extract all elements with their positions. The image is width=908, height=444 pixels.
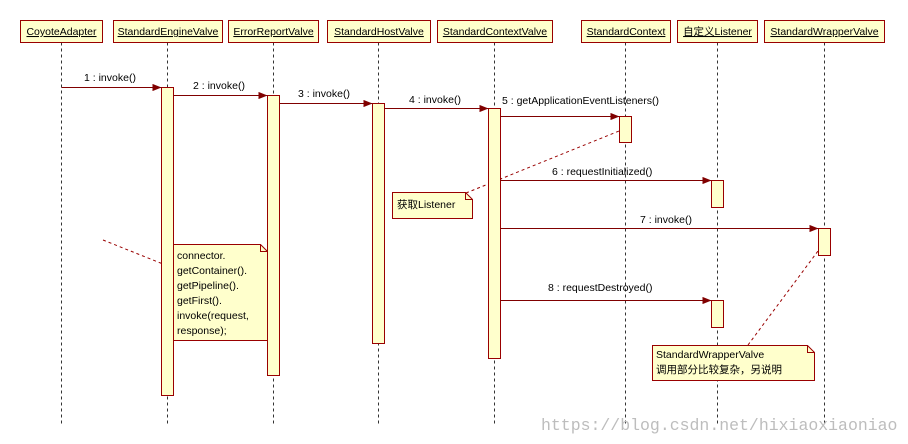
participant-standard-wrapper-valve: StandardWrapperValve	[764, 20, 885, 43]
message-8-label: 8 : requestDestroyed()	[548, 282, 652, 294]
activation-standard-context-valve	[488, 108, 501, 359]
note-text-line: connector.	[177, 250, 225, 262]
note-wrapper-valve: StandardWrapperValve 调用部分比较复杂，另说明	[652, 345, 815, 381]
note-text-line: StandardWrapperValve	[656, 349, 764, 361]
participant-coyote-adapter: CoyoteAdapter	[20, 20, 103, 43]
participant-box	[764, 20, 885, 43]
participant-box	[20, 20, 103, 43]
note-text: 获取Listener	[397, 199, 456, 211]
activation-standard-wrapper-valve	[818, 228, 831, 256]
participant-label: 自定义Listener	[683, 25, 752, 38]
message-1-label: 1 : invoke()	[84, 72, 136, 84]
note-connector-call: connector. getContainer(). getPipeline()…	[173, 244, 268, 341]
note-text-line: 获取Listener	[397, 199, 456, 211]
note-text-line: 调用部分比较复杂，另说明	[656, 363, 782, 376]
participant-box	[437, 20, 553, 43]
participant-label: CoyoteAdapter	[26, 26, 97, 38]
participant-standard-host-valve: StandardHostValve	[327, 20, 431, 43]
message-6-label: 6 : requestInitialized()	[552, 166, 652, 178]
participant-box	[581, 20, 671, 43]
participant-custom-listener: 自定义Listener	[677, 20, 758, 43]
note-body	[392, 192, 473, 219]
message-4-label: 4 : invoke()	[409, 94, 461, 106]
message-3-label: 3 : invoke()	[298, 88, 350, 100]
participant-standard-context: StandardContext	[581, 20, 671, 43]
note-text-line: invoke(request,	[177, 310, 249, 322]
activation-error-report-valve	[267, 95, 280, 376]
note-body	[652, 345, 815, 381]
note-fold	[260, 244, 268, 252]
participant-label: StandardWrapperValve	[770, 26, 878, 38]
note-text-line: getPipeline().	[177, 280, 239, 292]
watermark: https://blog.csdn.net/hixiaoxiaoniao	[541, 416, 897, 435]
note-text-line: getFirst().	[177, 295, 222, 307]
notes: 获取Listener connector. getContainer(). ge…	[173, 192, 815, 381]
participant-standard-context-valve: StandardContextValve	[437, 20, 553, 43]
participant-label: StandardEngineValve	[118, 26, 219, 38]
note-text: StandardWrapperValve 调用部分比较复杂，另说明	[656, 349, 782, 376]
note-text-line: response);	[177, 325, 227, 337]
note-text: connector. getContainer(). getPipeline()…	[177, 250, 252, 337]
message-7-label: 7 : invoke()	[640, 214, 692, 226]
activation-standard-host-valve	[372, 103, 385, 344]
participant-label: ErrorReportValve	[233, 26, 313, 38]
participant-standard-engine-valve: StandardEngineValve	[113, 20, 223, 43]
participant-label: StandardHostValve	[334, 26, 424, 38]
messages: 1 : invoke() 2 : invoke() 3 : invoke() 4…	[61, 72, 819, 305]
activation-standard-context	[619, 116, 632, 143]
participant-error-report-valve: ErrorReportValve	[228, 20, 319, 43]
note-fold	[465, 192, 473, 200]
note-get-listener: 获取Listener	[392, 192, 473, 219]
message-5-label: 5 : getApplicationEventListeners()	[502, 95, 659, 107]
participant-label: StandardContextValve	[443, 26, 547, 38]
participant-box	[327, 20, 431, 43]
participants: CoyoteAdapter StandardEngineValve ErrorR…	[20, 20, 885, 43]
message-2-label: 2 : invoke()	[193, 80, 245, 92]
activation-custom-listener-destroyed	[711, 300, 724, 328]
activation-custom-listener-initialized	[711, 180, 724, 208]
participant-label: StandardContext	[587, 26, 666, 38]
note-text-line: getContainer().	[177, 265, 247, 277]
note-fold	[807, 345, 815, 353]
activation-bars	[161, 87, 831, 396]
participant-box	[677, 20, 758, 43]
note-connector-wrapper-valve	[747, 250, 819, 346]
participant-box	[228, 20, 319, 43]
participant-box	[113, 20, 223, 43]
activation-standard-engine-valve	[161, 87, 174, 396]
